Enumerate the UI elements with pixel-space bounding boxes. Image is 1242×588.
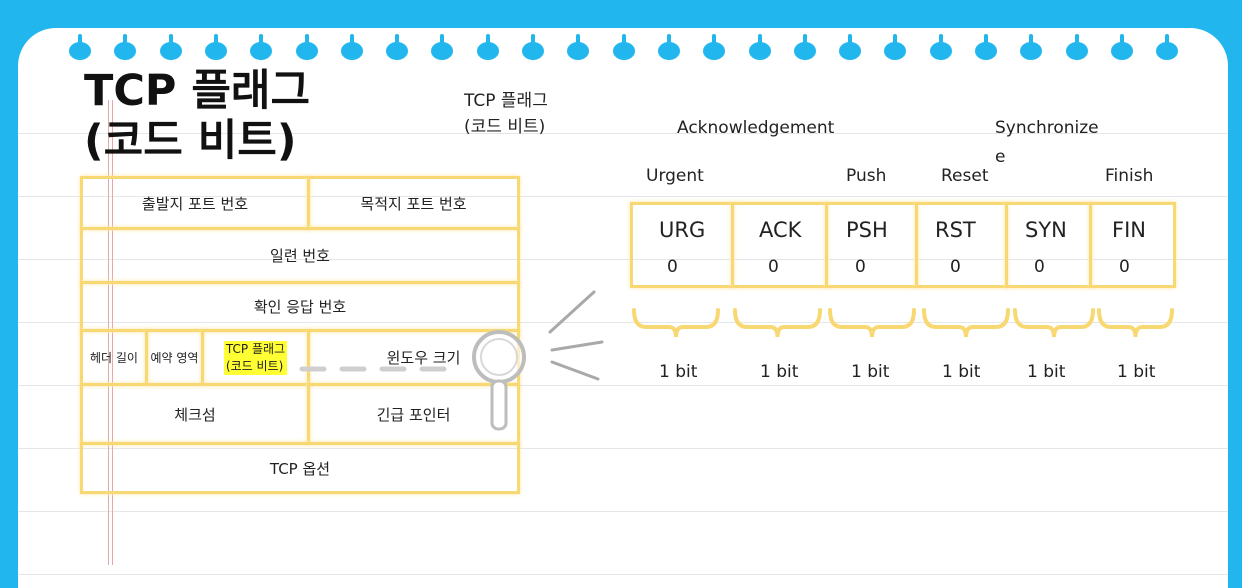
- ring-binder-hole-icon: [69, 34, 91, 60]
- page-title: TCP 플래그 (코드 비트): [84, 66, 310, 166]
- bit-size-fin: 1 bit: [1117, 362, 1156, 382]
- flag-name-rst: RST: [935, 218, 976, 242]
- ring-binder-hole-icon: [1156, 34, 1179, 60]
- title-line-1: TCP 플래그: [84, 66, 311, 116]
- ring-binder-hole-icon: [295, 34, 318, 60]
- title-line-2: (코드 비트): [84, 116, 297, 166]
- window-size-label: 윈도우 크기: [386, 349, 461, 367]
- flag-value-syn: 0: [1034, 257, 1045, 277]
- label-acknowledgement: Acknowledgement: [677, 118, 835, 138]
- brace-group: [632, 308, 1174, 338]
- source-port-label: 출발지 포트 번호: [141, 194, 249, 213]
- options-label: TCP 옵션: [269, 459, 331, 478]
- curly-brace: [733, 308, 822, 338]
- ring-binder-hole-icon: [839, 34, 862, 60]
- flag-name-urg: URG: [659, 218, 706, 242]
- ring-binder-hole-icon: [975, 34, 997, 60]
- ring-binder-hole-icon: [567, 34, 590, 60]
- curly-brace: [922, 308, 1010, 338]
- flags-highlight-line-2: (코드 비트): [225, 358, 284, 373]
- label-synchronize: Synchronize: [995, 118, 1099, 138]
- reserved-label: 예약 영역: [150, 351, 199, 365]
- ray-line: [550, 340, 604, 352]
- curly-brace: [1097, 308, 1174, 338]
- ring-binder-hole-icon: [159, 34, 182, 60]
- ring-binder-hole-icon: [748, 34, 771, 60]
- ring-binder-hole-icon: [204, 34, 227, 60]
- header-length-label: 헤더 길이: [90, 351, 138, 365]
- bit-size-psh: 1 bit: [851, 362, 890, 382]
- tcp-header-diagram: 출발지 포트 번호 목적지 포트 번호 일련 번호 확인 응답 번호 헤더 길이…: [80, 176, 520, 494]
- ring-binder-hole-icon: [884, 34, 907, 60]
- bit-size-syn: 1 bit: [1027, 362, 1066, 382]
- connector-graphics: [299, 290, 1174, 431]
- flag-value-psh: 0: [855, 257, 866, 277]
- flag-name-ack: ACK: [759, 218, 802, 242]
- flag-box-urg: [630, 202, 734, 288]
- ring-binder-hole-icon: [340, 34, 363, 60]
- flag-box-fin: [1089, 202, 1176, 288]
- ack-number-label: 확인 응답 번호: [253, 298, 347, 316]
- flag-value-ack: 0: [768, 257, 779, 277]
- urgent-pointer-label: 긴급 포인터: [376, 405, 451, 424]
- checksum-label: 체크섬: [174, 405, 216, 424]
- flag-box-ack: [731, 202, 828, 288]
- curly-brace: [828, 308, 916, 338]
- bit-size-rst: 1 bit: [942, 362, 981, 382]
- label-urgent: Urgent: [646, 166, 704, 186]
- flag-value-rst: 0: [950, 257, 961, 277]
- options-cell: TCP 옵션: [80, 442, 520, 494]
- ring-binder-hole-icon: [703, 34, 726, 60]
- bit-size-ack: 1 bit: [760, 362, 799, 382]
- curly-brace: [632, 308, 720, 338]
- ring-binder-hole-icon: [793, 34, 816, 60]
- ray-line: [550, 360, 600, 381]
- flag-box-psh: [825, 202, 918, 288]
- margin-line: [108, 100, 109, 565]
- side-title: TCP 플래그 (코드 비트): [464, 88, 548, 140]
- flag-box-rst: [915, 202, 1008, 288]
- ring-binder-hole-icon: [612, 34, 635, 60]
- dest-port-label: 목적지 포트 번호: [360, 194, 467, 213]
- ring-binder-hole-icon: [1065, 34, 1088, 60]
- ring-binder-hole-icon: [1020, 34, 1043, 60]
- label-push: Push: [846, 166, 887, 186]
- ring-binder-hole-icon: [476, 34, 499, 60]
- ring-binder-hole-icon: [386, 34, 409, 60]
- flag-value-urg: 0: [667, 257, 678, 277]
- ray-line: [548, 290, 596, 334]
- magnifier-icon: [472, 330, 526, 431]
- flags-highlight: TCP 플래그 (코드 비트): [223, 340, 288, 375]
- curly-brace: [1013, 308, 1095, 338]
- ring-binder-hole-icon: [522, 34, 544, 60]
- flag-box-syn: [1005, 202, 1092, 288]
- flags-highlight-line-1: TCP 플래그: [225, 341, 286, 356]
- label-finish: Finish: [1105, 166, 1154, 186]
- bit-size-urg: 1 bit: [659, 362, 698, 382]
- sequence-label: 일련 번호: [270, 247, 330, 265]
- margin-line: [112, 100, 113, 565]
- label-reset: Reset: [941, 166, 989, 186]
- side-title-line-1: TCP 플래그: [464, 91, 548, 111]
- ring-binder-hole-icon: [1110, 34, 1133, 60]
- ring-binder-hole-icon: [929, 34, 952, 60]
- ring-binder-hole-icon: [114, 34, 137, 60]
- side-title-line-2: (코드 비트): [464, 117, 546, 137]
- flag-name-syn: SYN: [1025, 218, 1067, 242]
- ring-binder-hole-icon: [657, 34, 680, 60]
- flag-name-psh: PSH: [846, 218, 888, 242]
- flag-value-fin: 0: [1119, 257, 1130, 277]
- ring-binder-hole-icon: [431, 34, 454, 60]
- notebook-page: [18, 28, 1228, 588]
- label-synchronize-wrap: e: [995, 147, 1006, 167]
- ring-binder-hole-icon: [250, 34, 273, 60]
- flag-name-fin: FIN: [1112, 218, 1146, 242]
